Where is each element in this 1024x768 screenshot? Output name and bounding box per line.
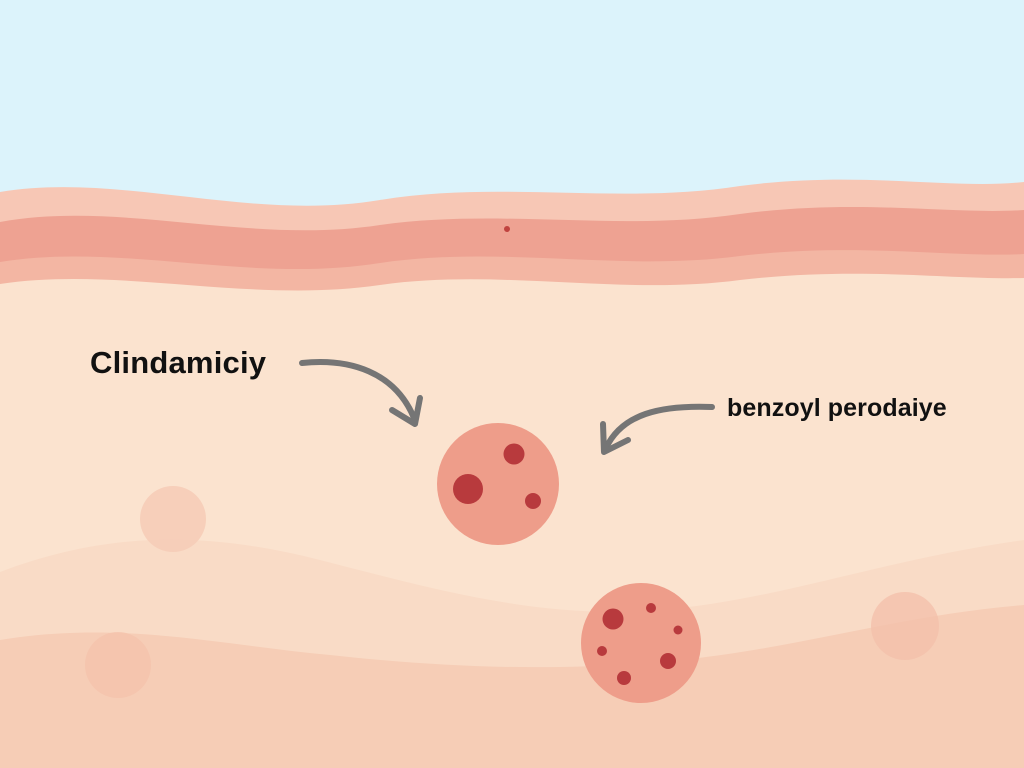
epidermis-bottom-edge xyxy=(0,250,1024,291)
lesion-spot xyxy=(602,608,624,630)
lesion-spot xyxy=(660,653,676,669)
lesion-spot xyxy=(673,625,683,635)
acne-lesion-secondary xyxy=(581,583,701,703)
background-cell xyxy=(85,632,151,698)
lesion-spot xyxy=(597,646,607,656)
benzoyl-peroxide-label: benzoyl perodaiye xyxy=(727,394,947,422)
acne-lesion-main xyxy=(437,423,559,545)
lesion-spot xyxy=(646,603,656,613)
epidermis-dot xyxy=(504,226,510,232)
arrow-icon xyxy=(600,403,715,455)
arrow-icon xyxy=(299,359,423,427)
lesion-spot xyxy=(503,443,525,465)
lesion-spot xyxy=(453,474,483,504)
clindamycin-label: Clindamiciy xyxy=(90,345,267,380)
subcutis-layer-lower xyxy=(0,605,1024,768)
lesion-spot xyxy=(525,493,541,509)
lesion-spot xyxy=(617,671,631,685)
background-cell xyxy=(140,486,206,552)
background-cell xyxy=(871,592,939,660)
